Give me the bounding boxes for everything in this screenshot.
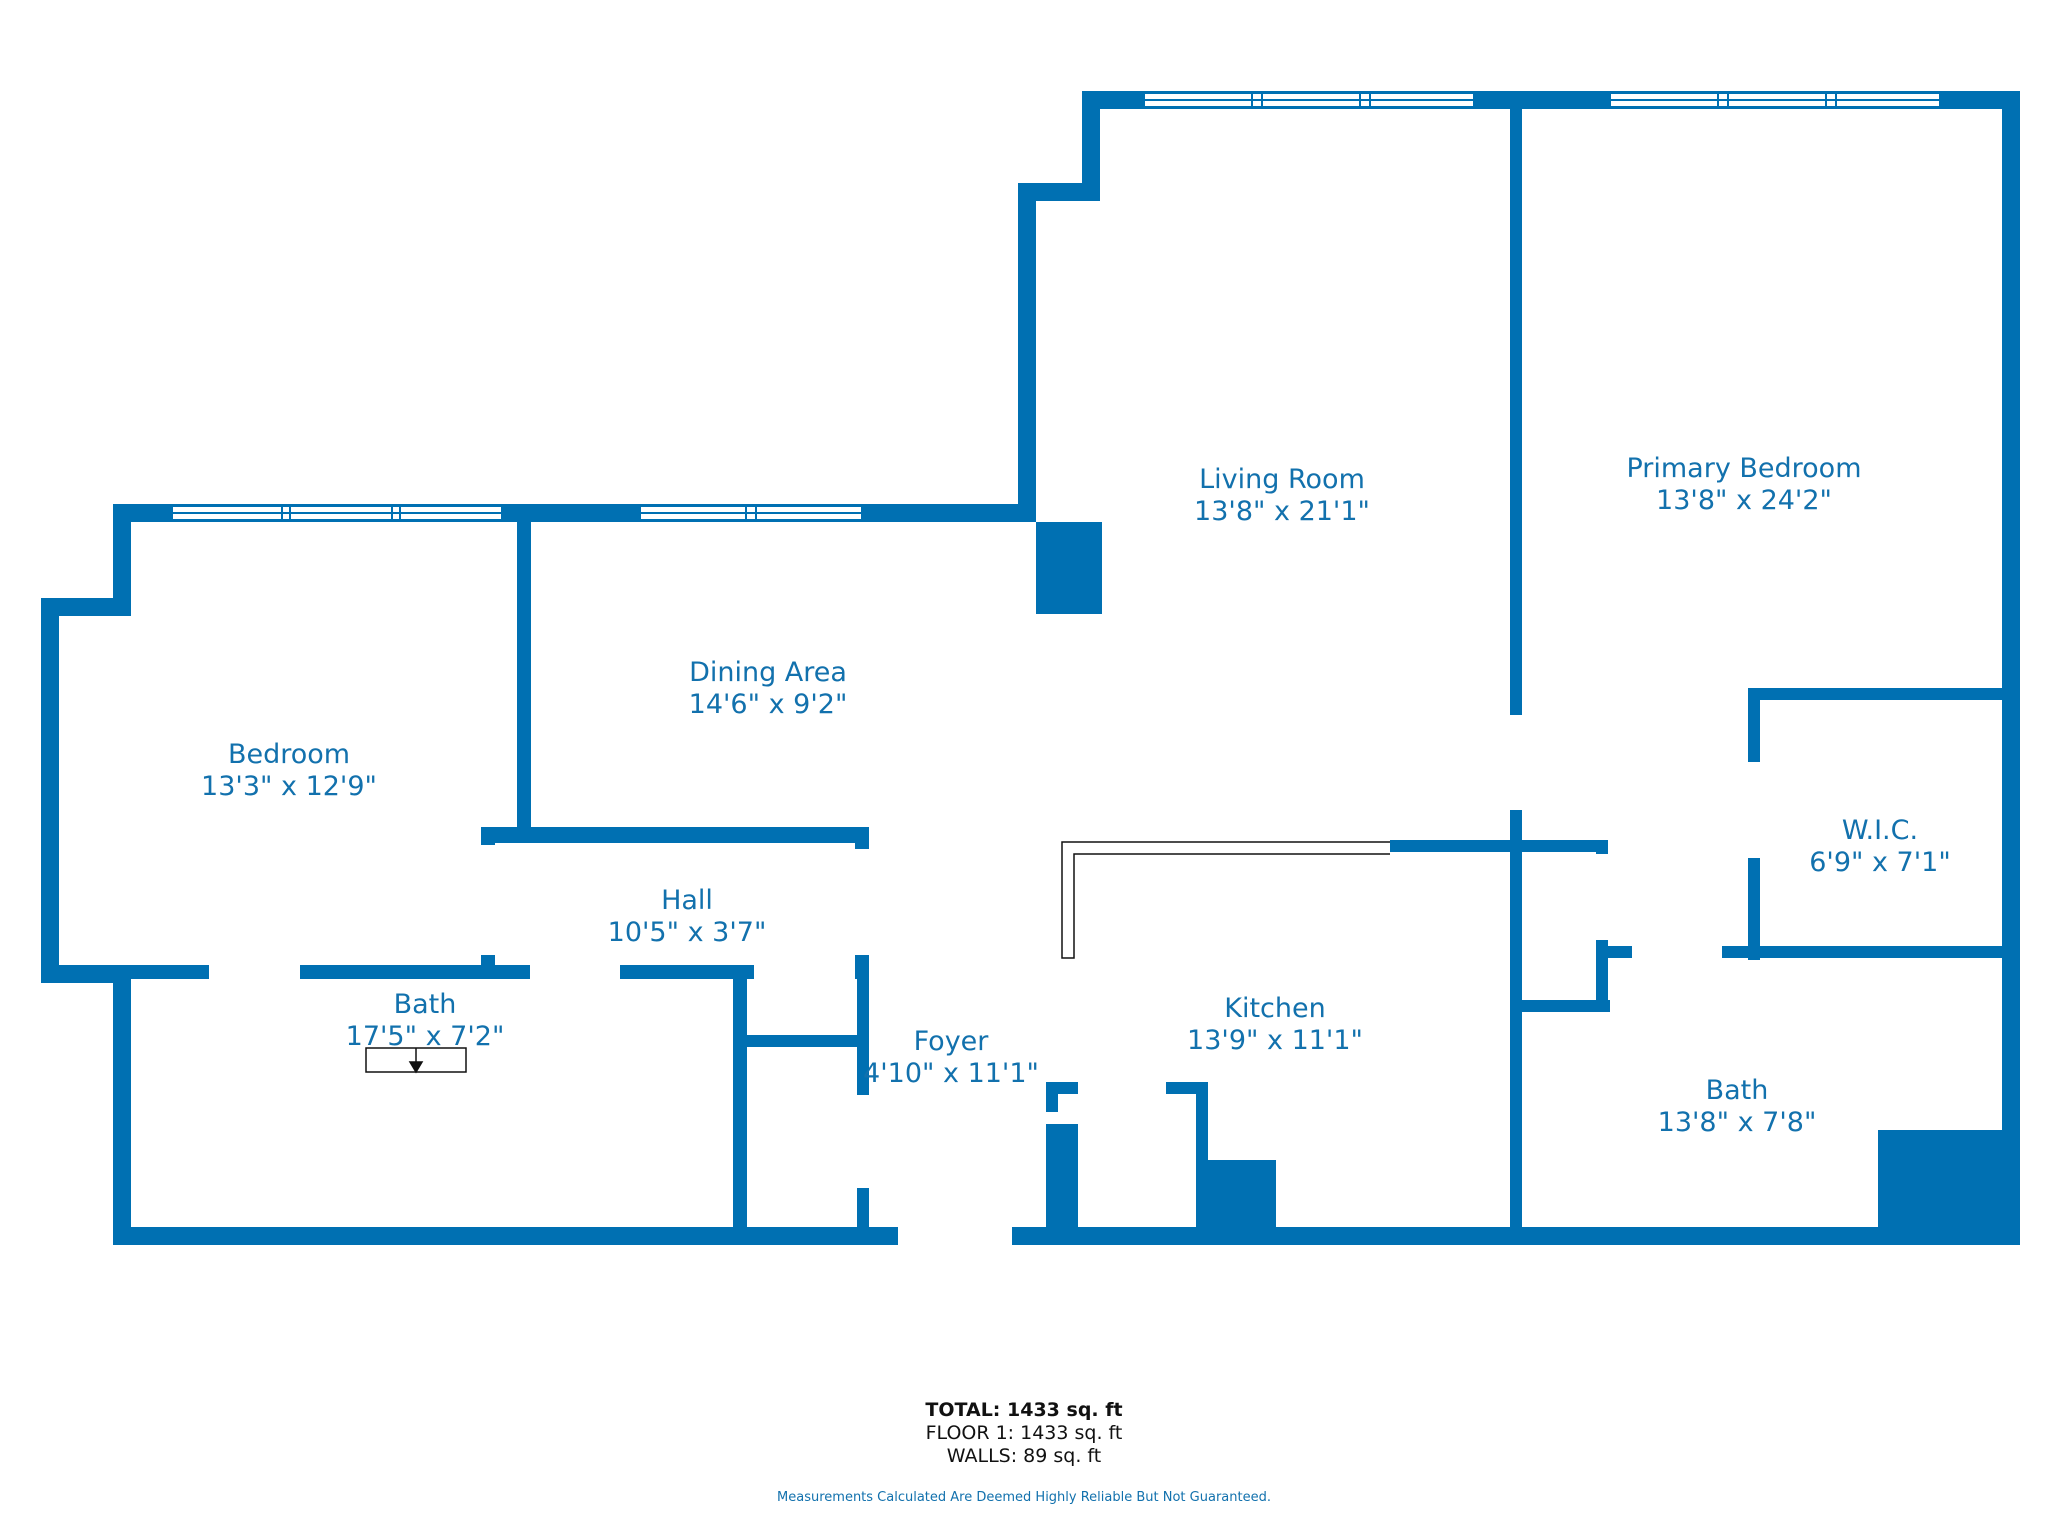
- room-name-foyer: Foyer: [914, 1026, 990, 1057]
- wall-column: [1036, 522, 1102, 614]
- room-name-primary-bedroom: Primary Bedroom: [1626, 453, 1861, 484]
- room-dims-hall: 10'5" x 3'7": [608, 917, 767, 948]
- wall: [1722, 946, 2020, 958]
- room-dims-bath-2: 13'8" x 7'8": [1658, 1107, 1817, 1138]
- wall: [855, 827, 869, 849]
- wall: [481, 827, 869, 843]
- room-dims-primary-bedroom: 13'8" x 24'2": [1656, 485, 1832, 516]
- wall: [1748, 688, 2020, 700]
- wall: [113, 504, 131, 616]
- floor-1-area: FLOOR 1: 1433 sq. ft: [925, 1422, 1123, 1444]
- wall: [300, 965, 530, 979]
- wall: [1510, 810, 1522, 1245]
- wall: [1596, 840, 1608, 854]
- wall: [1510, 109, 1522, 715]
- wall-column: [1878, 1130, 2020, 1245]
- wall: [1018, 183, 1100, 201]
- room-name-bedroom: Bedroom: [228, 739, 350, 770]
- wall: [620, 965, 754, 979]
- room-dims-living-room: 13'8" x 21'1": [1194, 496, 1370, 527]
- room-dims-kitchen: 13'9" x 11'1": [1187, 1025, 1363, 1056]
- wall: [113, 965, 131, 1245]
- wall: [113, 1227, 2020, 1245]
- room-name-bath-1: Bath: [394, 989, 457, 1020]
- wall: [41, 598, 59, 983]
- wall: [733, 1035, 869, 1047]
- wall: [1046, 1082, 1058, 1112]
- wall-column: [1208, 1160, 1276, 1227]
- wall: [481, 827, 495, 845]
- kitchen-counter: [1061, 841, 1390, 959]
- wall: [41, 965, 131, 983]
- wall: [41, 598, 131, 616]
- wall: [1018, 183, 1036, 522]
- wall: [1196, 1082, 1208, 1227]
- wall: [1390, 840, 1608, 852]
- wall: [481, 955, 495, 979]
- room-dims-bedroom: 13'3" x 12'9": [201, 771, 377, 802]
- wall: [1510, 1000, 1610, 1012]
- total-area: TOTAL: 1433 sq. ft: [925, 1399, 1123, 1421]
- room-name-hall: Hall: [661, 885, 713, 916]
- wall: [857, 1188, 869, 1245]
- walls-area: WALLS: 89 sq. ft: [946, 1445, 1102, 1467]
- windows: [171, 92, 1941, 521]
- room-dims-foyer: 4'10" x 11'1": [863, 1058, 1039, 1089]
- room-name-kitchen: Kitchen: [1224, 993, 1325, 1024]
- arrow-down-icon: [408, 1061, 424, 1074]
- wall: [857, 965, 869, 1095]
- room-dims-bath-1: 17'5" x 7'2": [346, 1021, 505, 1052]
- room-name-living-room: Living Room: [1199, 464, 1365, 495]
- fixtures: [365, 841, 1390, 1074]
- wall: [2002, 91, 2020, 1244]
- room-name-bath-2: Bath: [1706, 1075, 1769, 1106]
- wall: [1082, 91, 1100, 201]
- disclaimer: Measurements Calculated Are Deemed Highl…: [777, 1490, 1271, 1505]
- wall: [1748, 688, 1760, 762]
- room-labels: Living Room 13'8" x 21'1" Primary Bedroo…: [201, 453, 1951, 1138]
- wall-openings: [898, 1227, 1012, 1245]
- wall: [733, 965, 747, 1245]
- room-dims-dining-area: 14'6" x 9'2": [689, 689, 848, 720]
- doorway: [898, 1227, 1012, 1245]
- wall: [1596, 946, 1632, 958]
- wall: [1046, 1124, 1078, 1227]
- room-name-dining-area: Dining Area: [689, 657, 847, 688]
- wall: [113, 965, 209, 979]
- wall: [1748, 858, 1760, 960]
- wall: [517, 522, 531, 840]
- room-name-wic: W.I.C.: [1842, 815, 1918, 846]
- room-dims-wic: 6'9" x 7'1": [1809, 847, 1951, 878]
